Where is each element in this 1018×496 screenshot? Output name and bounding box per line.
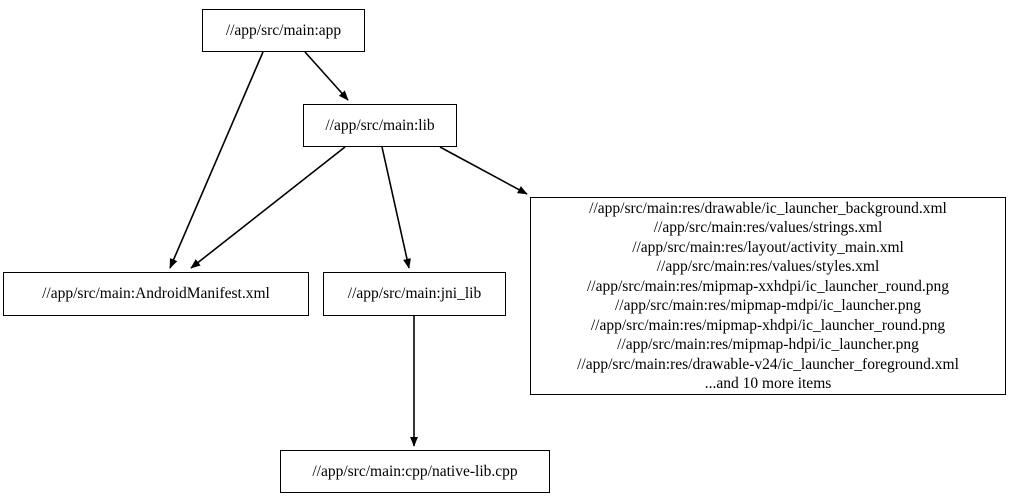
graph-node-lib-label: //app/src/main:lib (325, 116, 435, 134)
graph-node-app-label: //app/src/main:app (225, 21, 342, 39)
edge-lib-to-jnilib (381, 146, 411, 269)
graph-node-res-bundle-label: //app/src/main:res/drawable/ic_launcher_… (577, 199, 959, 393)
graph-node-jni-lib[interactable]: //app/src/main:jni_lib (323, 272, 506, 316)
edge-app-to-lib (304, 51, 349, 101)
graph-node-app[interactable]: //app/src/main:app (202, 9, 365, 52)
graph-node-native-lib-cpp-label: //app/src/main:cpp/native-lib.cpp (312, 462, 518, 480)
graph-node-lib[interactable]: //app/src/main:lib (303, 104, 457, 147)
edge-app-to-manifest (169, 51, 264, 269)
graph-node-jni-lib-label: //app/src/main:jni_lib (347, 285, 482, 303)
graph-node-res-bundle[interactable]: //app/src/main:res/drawable/ic_launcher_… (530, 197, 1006, 395)
graph-node-native-lib-cpp[interactable]: //app/src/main:cpp/native-lib.cpp (280, 450, 550, 493)
graph-node-android-manifest[interactable]: //app/src/main:AndroidManifest.xml (3, 272, 309, 316)
edge-lib-to-res-bundle (439, 146, 528, 195)
edge-lib-to-manifest (190, 146, 346, 269)
graph-node-android-manifest-label: //app/src/main:AndroidManifest.xml (42, 285, 270, 303)
